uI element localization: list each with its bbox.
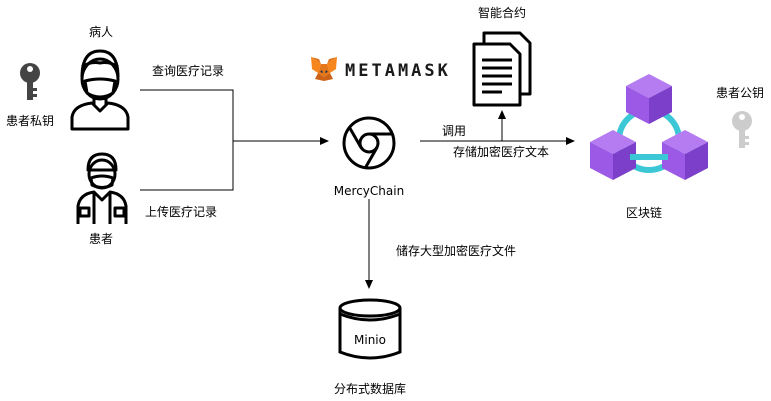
metamask-wordmark: METAMASK [345, 61, 451, 81]
private-key-icon [20, 63, 40, 100]
mercychain-label: MercyChain [333, 184, 405, 198]
public-key-icon [732, 111, 752, 148]
blockchain-label: 区块链 [625, 206, 663, 220]
smart-contract-label: 智能合约 [477, 6, 527, 20]
store-large-files-label: 储存大型加密医疗文件 [396, 244, 517, 258]
cube-right [662, 130, 708, 180]
distributed-db-label: 分布式数据库 [333, 382, 407, 396]
mercychain-app-icon[interactable] [341, 115, 397, 171]
cube-left [590, 130, 636, 180]
sick-person-label: 病人 [88, 25, 114, 39]
smart-contract-document-icon [472, 31, 532, 107]
metamask-fox-icon [311, 57, 337, 81]
cube-top [626, 74, 672, 124]
patient-label: 患者 [88, 232, 114, 246]
minio-label: Minio [354, 333, 386, 347]
patient-public-key-label: 患者公钥 [716, 86, 765, 100]
patient-private-key-label: 患者私钥 [6, 114, 55, 128]
minio-database-icon [338, 298, 402, 360]
store-encrypted-text-label: 存储加密医疗文本 [453, 145, 550, 159]
blockchain-cubes-icon [590, 74, 708, 180]
patient-figure-icon [76, 152, 128, 224]
upload-line [140, 141, 234, 191]
upload-records-label: 上传医疗记录 [145, 205, 218, 219]
masked-person-icon [70, 49, 130, 131]
invoke-label: 调用 [442, 124, 467, 138]
query-records-label: 查询医疗记录 [152, 64, 225, 78]
query-line [140, 89, 234, 141]
